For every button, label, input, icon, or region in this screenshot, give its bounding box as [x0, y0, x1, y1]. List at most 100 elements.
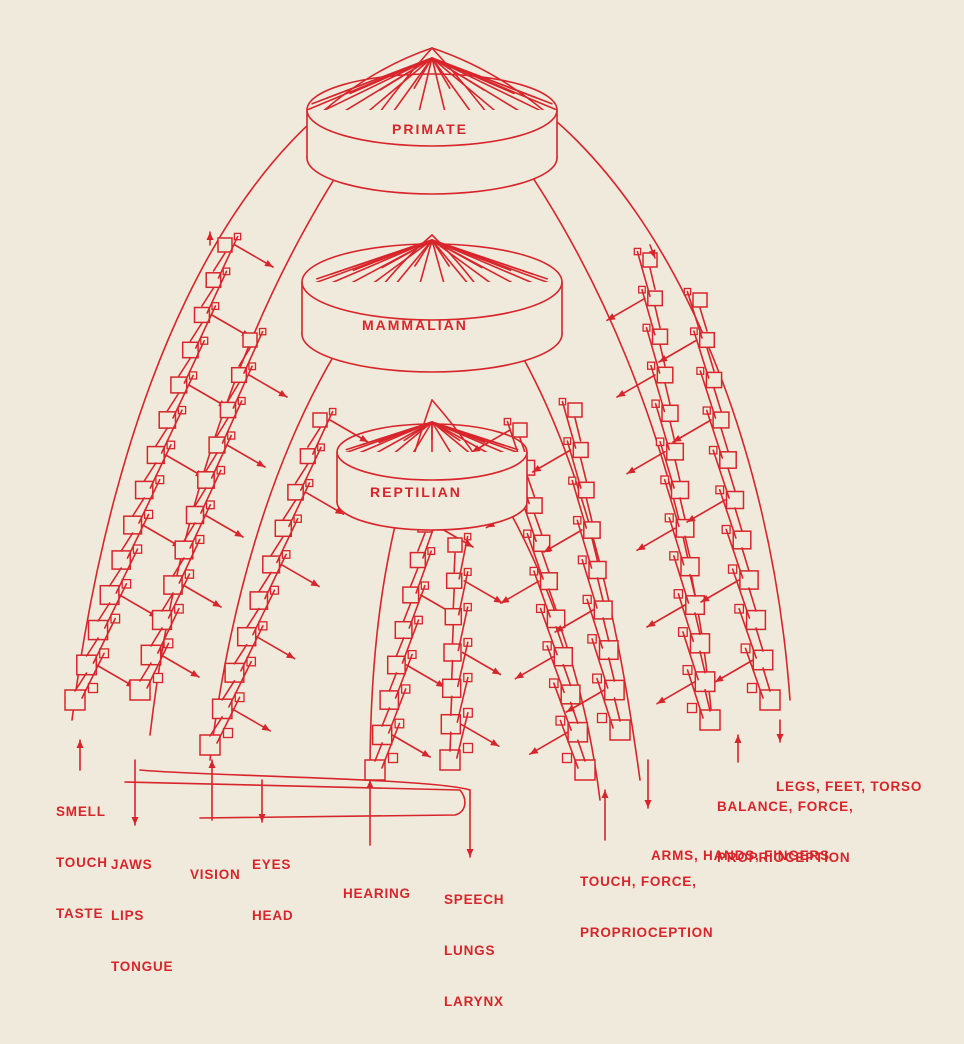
- feedback-5-1: [559, 719, 579, 769]
- link-1-9: [227, 382, 240, 402]
- box-0-10: [181, 341, 199, 359]
- feedback-0-2: [92, 617, 116, 664]
- spoke-0-10: [311, 57, 433, 117]
- wire-lower-2: [124, 781, 466, 819]
- feedback-1-1: [146, 642, 170, 689]
- link-3-7: [417, 532, 426, 552]
- feedback-0-4: [115, 548, 139, 594]
- feedback-3-4: [401, 619, 420, 664]
- box-1-10: [242, 332, 258, 348]
- link-7-8: [669, 420, 676, 444]
- link-0-7: [143, 462, 157, 482]
- box-2-1: [211, 698, 233, 720]
- feedback-5-5: [533, 570, 551, 618]
- feedback-4-6: [458, 535, 469, 580]
- link-5-8: [526, 475, 536, 498]
- label-jaws-lips-tongue: JAWS LIPS TONGUE: [111, 822, 173, 1009]
- box-7-6: [670, 480, 690, 500]
- feedback-1-4: [178, 538, 201, 584]
- link-1-3: [161, 592, 174, 612]
- box-0-5: [123, 515, 143, 535]
- box-1-4: [174, 540, 194, 560]
- feedback-0-11: [195, 305, 217, 349]
- ring-0-top: [306, 73, 558, 147]
- feedback-5-3: [546, 645, 565, 694]
- link-6-7: [579, 457, 588, 482]
- box-2-5: [262, 555, 281, 574]
- box-6-6: [577, 481, 595, 499]
- box-1-8: [219, 401, 237, 419]
- label-line: BALANCE, FORCE,: [717, 799, 854, 814]
- box-7-5: [675, 518, 695, 538]
- feedback-8-7: [706, 409, 724, 459]
- box-6-5: [583, 521, 601, 539]
- cross-arrow-5-3-head: [515, 671, 525, 679]
- comparator-2-0: [222, 727, 234, 739]
- feedback-0-7: [149, 444, 172, 489]
- link-0-5: [120, 532, 134, 552]
- spoke-1-14: [352, 239, 433, 272]
- arrow-arms-head: [644, 800, 652, 808]
- link-4-1: [449, 731, 452, 752]
- cross-arrow-1-1-head: [190, 669, 199, 677]
- link-8-2: [755, 627, 764, 652]
- box-6-4: [588, 560, 607, 580]
- cross-arrow-0-13-head: [264, 259, 273, 267]
- link-1-8: [216, 417, 229, 437]
- box-5-0: [574, 759, 596, 781]
- hierarchy-diagram: PRIMATE MAMMALIAN REPTILIAN SMELL TOUCH …: [56, 47, 921, 1009]
- feedback-2-7: [288, 482, 311, 528]
- link-0-8: [155, 427, 169, 447]
- cross-arrow-1-3-head: [212, 599, 221, 607]
- box-3-6: [409, 551, 427, 569]
- link-7-7: [674, 458, 681, 482]
- feedback-7-11: [641, 288, 656, 336]
- link-4-5: [452, 588, 455, 609]
- label-line: LIPS: [111, 908, 145, 923]
- comparator-4-0: [462, 742, 474, 754]
- link-2-4: [245, 607, 260, 629]
- link-8-6: [727, 467, 736, 492]
- label-line: ARMS, HANDS, FINGERS: [651, 848, 830, 863]
- box-4-1: [440, 713, 462, 735]
- box-8-6: [719, 451, 737, 469]
- box-6-3: [593, 600, 613, 620]
- link-3-5: [402, 602, 412, 622]
- link-4-2: [450, 695, 453, 716]
- box-8-10: [692, 292, 708, 308]
- feedback-7-2: [682, 631, 699, 681]
- feedback-2-2: [228, 660, 252, 708]
- link-2-9: [307, 427, 321, 448]
- feedback-4-4: [457, 606, 469, 652]
- feedback-8-3: [731, 568, 751, 619]
- cross-arrow-5-5-head: [500, 596, 510, 604]
- link-7-5: [684, 535, 691, 559]
- arrow-balance-head: [734, 735, 742, 743]
- link-7-1: [704, 688, 711, 712]
- link-7-3: [694, 612, 701, 636]
- box-7-12: [642, 252, 658, 268]
- label-eyes-head: EYES HEAD: [252, 822, 293, 958]
- feedback-5-2: [553, 682, 572, 731]
- label-line: VISION: [190, 867, 241, 882]
- box-6-8: [567, 402, 583, 418]
- feedback-0-12: [206, 270, 228, 314]
- label-line: PROPRIOCEPTION: [717, 850, 851, 865]
- spoke-0-16: [413, 57, 433, 89]
- cross-arrow-8-1-head: [715, 674, 724, 682]
- comparator-0-0: [87, 682, 99, 694]
- feedback-7-8: [654, 402, 670, 451]
- label-line: HEAD: [252, 908, 294, 923]
- label-line: PROPRIOCEPTION: [580, 925, 714, 940]
- box-1-9: [230, 366, 248, 384]
- box-2-6: [274, 519, 293, 538]
- link-1-1: [139, 662, 152, 682]
- feedback-3-6: [415, 550, 432, 594]
- box-0-0: [64, 689, 86, 711]
- feedback-7-7: [659, 441, 675, 489]
- box-3-2: [379, 690, 400, 710]
- feedback-0-5: [126, 513, 150, 559]
- link-8-8: [713, 387, 722, 412]
- feedback-2-3: [240, 625, 264, 672]
- arrow-legs-head: [776, 734, 784, 742]
